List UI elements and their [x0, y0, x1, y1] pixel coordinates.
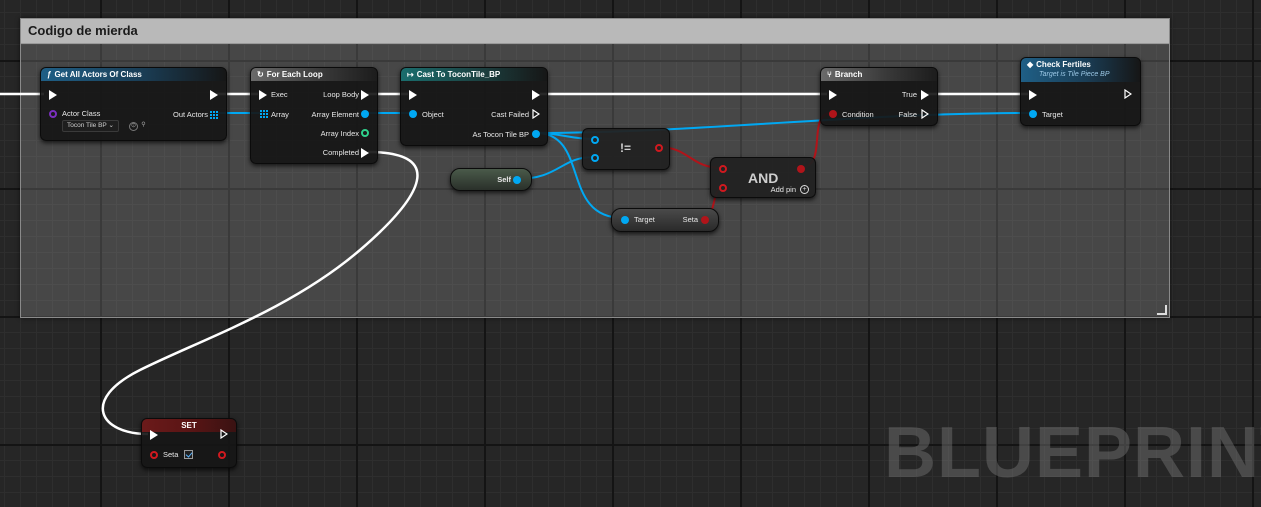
- target-label: Target: [1042, 110, 1063, 119]
- exec-in-pin[interactable]: [259, 90, 267, 100]
- not-equal-out-pin[interactable]: [655, 144, 663, 152]
- not-equal-operator: !=: [620, 141, 632, 155]
- browse-icon[interactable]: ⊙: [129, 122, 138, 131]
- exec-in-pin[interactable]: [829, 90, 837, 100]
- object-label: Object: [422, 110, 444, 119]
- array-pin[interactable]: [260, 110, 268, 118]
- node-subtitle: Target is Tile Piece BP: [1039, 71, 1110, 78]
- set-seta-label: Seta: [163, 450, 179, 459]
- event-icon: ◆: [1027, 60, 1034, 69]
- condition-label: Condition: [842, 110, 874, 119]
- hollow-exec-icon: [921, 108, 930, 120]
- comment-title[interactable]: Codigo de mierda: [21, 19, 1169, 44]
- hollow-exec-icon: [220, 428, 229, 440]
- node-not-equal[interactable]: !=: [582, 128, 670, 170]
- exec-in-pin[interactable]: [409, 90, 417, 100]
- node-header: ↦Cast To ToconTile_BP: [401, 68, 547, 81]
- node-header: SET: [142, 419, 236, 432]
- node-header: ◆Check Fertiles Target is Tile Piece BP: [1021, 58, 1140, 82]
- actor-class-label: Actor Class: [62, 109, 101, 118]
- exec-in-pin[interactable]: [150, 430, 158, 440]
- array-index-pin[interactable]: [361, 129, 369, 137]
- and-a-pin[interactable]: [719, 165, 727, 173]
- node-cast-to-tocontile[interactable]: ↦Cast To ToconTile_BP Object Cast Failed…: [400, 67, 548, 146]
- node-title: Check Fertiles: [1036, 60, 1091, 69]
- cast-failed-label: Cast Failed: [491, 110, 529, 119]
- exec-out-pin[interactable]: [1124, 88, 1133, 100]
- exec-in-pin[interactable]: [49, 90, 57, 100]
- object-pin[interactable]: [409, 110, 417, 118]
- and-operator: AND: [748, 170, 779, 186]
- exec-out-pin[interactable]: [532, 90, 540, 100]
- true-pin[interactable]: [921, 90, 929, 100]
- resize-handle-icon[interactable]: [1157, 305, 1167, 315]
- array-index-label: Array Index: [320, 129, 359, 138]
- node-get-seta[interactable]: Target Seta: [611, 208, 719, 232]
- array-element-pin[interactable]: [361, 110, 369, 118]
- set-seta-out-pin[interactable]: [218, 451, 226, 459]
- condition-pin[interactable]: [829, 110, 837, 118]
- node-title: Branch: [834, 70, 863, 79]
- add-pin-icon[interactable]: +: [800, 185, 809, 194]
- target-pin[interactable]: [1029, 110, 1037, 118]
- branch-icon: ⑂: [827, 70, 832, 79]
- loop-body-pin[interactable]: [361, 90, 369, 100]
- completed-pin[interactable]: [361, 148, 369, 158]
- out-actors-label: Out Actors: [172, 110, 208, 119]
- node-self[interactable]: Self: [450, 168, 532, 191]
- exec-label: Exec: [271, 90, 288, 99]
- not-equal-b-pin[interactable]: [591, 154, 599, 162]
- seta-checkbox[interactable]: [184, 450, 193, 459]
- get-seta-out-pin[interactable]: [701, 216, 709, 224]
- node-for-each-loop[interactable]: ↻For Each Loop Exec Loop Body Array Arra…: [250, 67, 378, 164]
- actor-class-dropdown[interactable]: Tocon Tile BP ⌄: [62, 120, 119, 132]
- node-title: Get All Actors Of Class: [54, 70, 142, 79]
- hollow-exec-icon: [532, 108, 541, 120]
- hollow-exec-icon: [1124, 88, 1133, 100]
- node-title: For Each Loop: [266, 70, 323, 79]
- exec-in-pin[interactable]: [1029, 90, 1037, 100]
- node-title: Cast To ToconTile_BP: [416, 70, 501, 79]
- loop-body-label: Loop Body: [323, 90, 359, 99]
- cast-icon: ↦: [407, 70, 414, 79]
- node-set-seta[interactable]: SET Seta: [141, 418, 237, 468]
- array-element-label: Array Element: [311, 110, 359, 119]
- blueprint-watermark: BLUEPRINT: [884, 413, 1261, 493]
- loop-icon: ↻: [257, 70, 264, 79]
- get-seta-target-pin[interactable]: [621, 216, 629, 224]
- add-pin-label[interactable]: Add pin: [770, 185, 796, 194]
- set-seta-in-pin[interactable]: [150, 451, 158, 459]
- true-label: True: [901, 90, 917, 99]
- and-b-pin[interactable]: [719, 184, 727, 192]
- exec-out-pin[interactable]: [210, 90, 218, 100]
- as-tocon-tile-label: As Tocon Tile BP: [472, 130, 529, 139]
- not-equal-a-pin[interactable]: [591, 136, 599, 144]
- node-check-fertiles[interactable]: ◆Check Fertiles Target is Tile Piece BP …: [1020, 57, 1141, 126]
- actor-class-pin[interactable]: [49, 110, 57, 118]
- get-seta-target-label: Target: [634, 215, 655, 224]
- function-icon: ƒ: [47, 70, 52, 79]
- get-seta-label: Seta: [682, 215, 698, 224]
- actor-class-value: Tocon Tile BP: [67, 122, 107, 129]
- array-label: Array: [271, 110, 289, 119]
- exec-out-pin[interactable]: [220, 428, 229, 440]
- chevron-down-icon: ⌄: [108, 122, 114, 129]
- self-label: Self: [497, 175, 511, 184]
- out-actors-array-pin[interactable]: [210, 111, 218, 119]
- as-tocon-tile-pin[interactable]: [532, 130, 540, 138]
- node-header: ↻For Each Loop: [251, 68, 377, 81]
- false-pin[interactable]: [921, 108, 930, 120]
- cast-failed-pin[interactable]: [532, 108, 541, 120]
- completed-label: Completed: [322, 148, 359, 157]
- self-out-pin[interactable]: [513, 176, 521, 184]
- false-label: False: [898, 110, 917, 119]
- search-icon[interactable]: ⚲: [141, 122, 146, 128]
- node-branch[interactable]: ⑂Branch True Condition False: [820, 67, 938, 126]
- node-header: ⑂Branch: [821, 68, 937, 81]
- and-out-pin[interactable]: [797, 165, 805, 173]
- node-and[interactable]: AND Add pin +: [710, 157, 816, 198]
